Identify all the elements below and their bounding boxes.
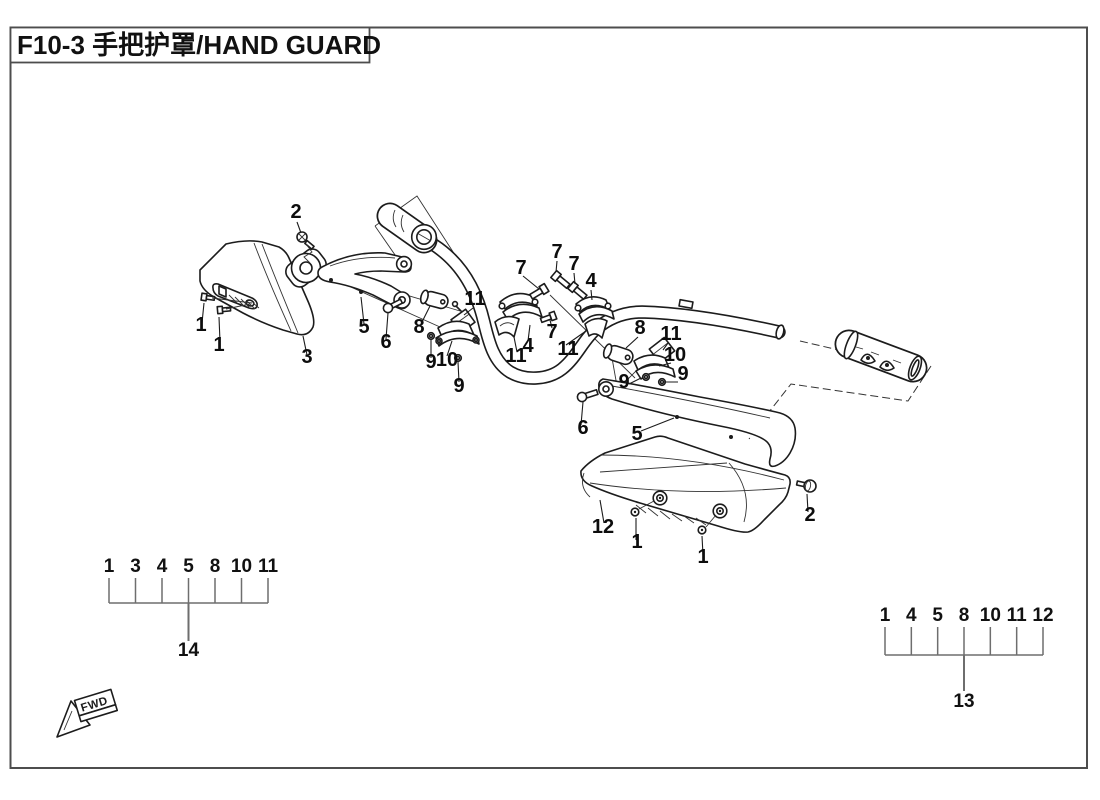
- screw-2: [795, 479, 817, 493]
- part-callout-3: 3: [301, 346, 312, 368]
- group-part-number-12: 12: [1032, 605, 1053, 626]
- part-callout-1: 1: [195, 314, 206, 336]
- part-callout-1: 1: [631, 531, 642, 553]
- left-hardware: [200, 231, 480, 363]
- handlebar-locating-tab: [678, 298, 694, 310]
- part-callout-11: 11: [557, 338, 578, 360]
- group-part-number-5: 5: [932, 605, 943, 626]
- clamp-4: [499, 292, 538, 310]
- part-callout-2: 2: [804, 504, 815, 526]
- right-bracket-arm: [576, 378, 797, 468]
- page-title: F10-3 手把护罩/HAND GUARD: [17, 30, 381, 60]
- fwd-arrow: FWD: [56, 688, 119, 738]
- part-callout-7: 7: [515, 257, 526, 279]
- part-callout-7: 7: [568, 253, 579, 275]
- page-border: [9, 26, 1088, 769]
- part-callout-6: 6: [577, 417, 588, 439]
- group-part-number-5: 5: [183, 556, 194, 577]
- bolt-7: [550, 269, 571, 290]
- title-block: F10-3 手把护罩/HAND GUARD: [9, 26, 381, 64]
- part-callout-7: 7: [546, 321, 557, 343]
- group-part-number-8: 8: [210, 556, 221, 577]
- nut-9: [426, 331, 436, 341]
- left-grip: [376, 202, 438, 254]
- right-grip: [834, 329, 928, 383]
- part-callout-9: 9: [618, 371, 629, 393]
- bolt-7: [567, 280, 588, 301]
- spacer-8: [602, 343, 634, 366]
- part-callout-11: 11: [660, 323, 681, 345]
- clamp-11: [584, 317, 608, 339]
- bolt-6: [576, 388, 599, 403]
- part-callout-11: 11: [464, 288, 485, 310]
- part-callout-11: 11: [505, 345, 526, 367]
- part-callout-1: 1: [213, 334, 224, 356]
- group-part-number-11: 11: [1007, 605, 1028, 626]
- group-label-14: 14: [178, 640, 200, 661]
- part-callout-2: 2: [290, 201, 301, 223]
- guard-mount-boss: [290, 252, 322, 284]
- group-part-number-11: 11: [258, 556, 279, 577]
- right-hardware: [602, 336, 676, 387]
- part-callout-8: 8: [413, 316, 424, 338]
- part-callout-9: 9: [677, 363, 688, 385]
- part-callout-12: 12: [592, 516, 614, 538]
- part-callout-4: 4: [522, 335, 534, 357]
- group-part-number-10: 10: [980, 605, 1001, 626]
- bolt-7: [529, 282, 550, 300]
- group-part-number-1: 1: [880, 605, 891, 626]
- part-callout-10: 10: [664, 344, 686, 366]
- part-callout-1: 1: [697, 546, 708, 568]
- part-callout-5: 5: [358, 316, 369, 338]
- part-callout-7: 7: [551, 241, 562, 263]
- part-callout-9: 9: [425, 351, 436, 373]
- part-callout-8: 8: [634, 317, 645, 339]
- handlebar-cut-end: [775, 324, 785, 340]
- callout-leader-lines: [201, 221, 809, 556]
- right-hand-guard: [580, 435, 817, 535]
- group-part-number-4: 4: [157, 556, 168, 577]
- part-callout-5: 5: [631, 423, 642, 445]
- bolt-1: [200, 292, 216, 302]
- clamp-11: [494, 315, 520, 338]
- group-part-number-1: 1: [104, 556, 115, 577]
- part-callout-4: 4: [585, 270, 597, 292]
- bolt-6: [382, 298, 404, 314]
- title-box: [9, 26, 371, 64]
- group-part-number-8: 8: [959, 605, 970, 626]
- nut-9: [453, 353, 463, 363]
- spacer-8: [419, 289, 449, 310]
- handlebar-tube: [427, 238, 786, 385]
- grip-flange: [843, 330, 859, 360]
- part-callout-9: 9: [453, 375, 464, 397]
- bolt-1: [216, 305, 232, 315]
- center-clamp-right: [550, 269, 615, 339]
- group-part-number-10: 10: [231, 556, 252, 577]
- group-part-number-4: 4: [906, 605, 917, 626]
- group-part-number-3: 3: [130, 556, 141, 577]
- group-label-13: 13: [953, 691, 974, 712]
- part-callout-10: 10: [436, 349, 458, 371]
- left-hand-guard: [199, 240, 327, 336]
- part-callout-6: 6: [380, 331, 391, 353]
- nut-9: [641, 372, 651, 382]
- hand-guard-exploded-view: [199, 195, 932, 556]
- bolt-7: [539, 310, 558, 324]
